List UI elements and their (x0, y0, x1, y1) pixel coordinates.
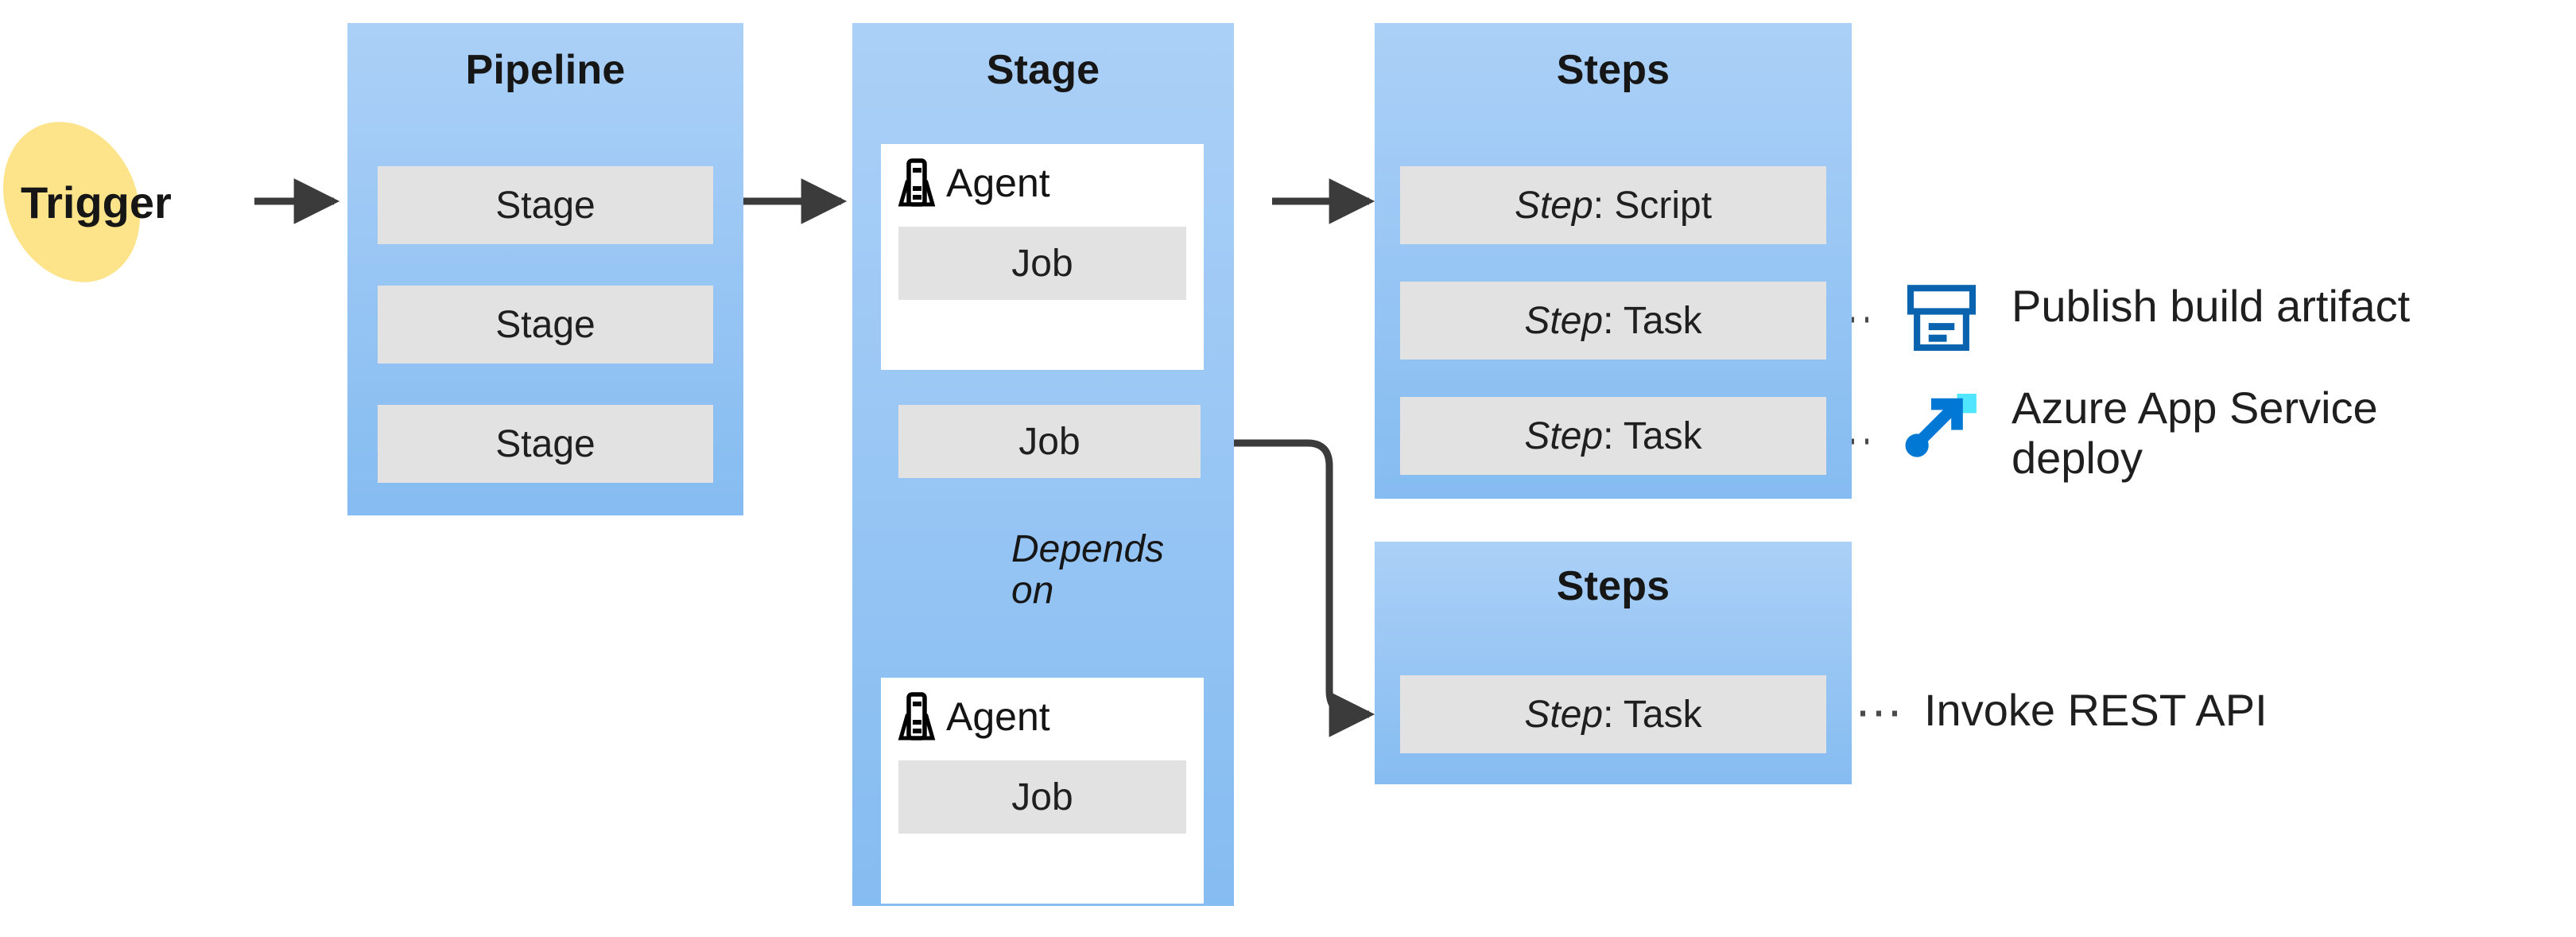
pipeline-group: Pipeline Stage Stage Stage (347, 23, 743, 515)
step-label: Script (1614, 184, 1713, 227)
step-kind: Step (1524, 299, 1604, 342)
publish-build-artifact-icon (1900, 275, 1983, 358)
agent-label-1: Agent (946, 161, 1050, 205)
steps-group-1: Steps Step: Script Step: Task Step: Task (1375, 23, 1852, 499)
job-label: Job (1018, 420, 1080, 463)
pipeline-stage-label: Stage (495, 184, 596, 227)
depends-on-label: Depends on (1011, 529, 1226, 612)
legend-item-publish-build-artifact: Publish build artifact (1900, 270, 2410, 358)
step-kind: Step (1524, 414, 1604, 457)
step-text: Step: Script (1515, 184, 1712, 227)
steps-title-2: Steps (1556, 563, 1670, 609)
depends-on-line-1: Depends (1011, 528, 1165, 570)
agent-job-chip-2[interactable]: Job (898, 760, 1186, 834)
step-text: Step: Task (1524, 414, 1701, 458)
agent-panel-2: Agent Job (881, 678, 1204, 904)
step-separator: : (1593, 184, 1615, 227)
legend-item-invoke-rest-api: Invoke REST API (1924, 685, 2268, 736)
agent-server-icon (898, 692, 936, 741)
agent-row-1: Agent (898, 158, 1050, 208)
step-chip-script[interactable]: Step: Script (1400, 166, 1826, 244)
legend-item-azure-app-service-deploy: Azure App Service deploy (1900, 380, 2378, 483)
step-separator: : (1603, 299, 1624, 342)
legend-label-publish-build-artifact: Publish build artifact (2012, 281, 2411, 331)
pipeline-title: Pipeline (465, 47, 626, 93)
stage-group: Stage Agent Job Jo (852, 23, 1234, 906)
step-separator: : (1603, 693, 1624, 736)
job-label: Job (1011, 242, 1073, 285)
agent-server-icon (898, 158, 936, 208)
azure-app-service-deploy-icon (1900, 383, 1983, 466)
step-label: Task (1623, 693, 1702, 736)
step-label: Task (1623, 414, 1702, 457)
trigger-label: Trigger (21, 177, 172, 227)
steps-group-2: Steps Step: Task (1375, 542, 1852, 784)
steps-title-1: Steps (1556, 47, 1670, 93)
step-text: Step: Task (1524, 299, 1701, 343)
step-chip-task-3[interactable]: Step: Task (1400, 675, 1826, 753)
agent-job-chip-1[interactable]: Job (898, 227, 1186, 300)
agent-panel-1: Agent Job (881, 144, 1204, 370)
step-chip-task-2[interactable]: Step: Task (1400, 397, 1826, 475)
agent-row-2: Agent (898, 692, 1050, 741)
pipeline-stage-chip-2[interactable]: Stage (378, 286, 713, 364)
pipeline-stage-chip-3[interactable]: Stage (378, 405, 713, 483)
step-kind: Step (1514, 184, 1593, 227)
step-label: Task (1623, 299, 1702, 342)
legend-label-azure-app-service-deploy: Azure App Service deploy (2012, 383, 2378, 483)
standalone-job-chip[interactable]: Job (898, 405, 1201, 478)
agent-label-2: Agent (946, 694, 1050, 739)
depends-on-line-2: on (1011, 569, 1054, 612)
stage-title: Stage (986, 47, 1100, 93)
step-separator: : (1603, 414, 1624, 457)
pipeline-stage-label: Stage (495, 303, 596, 346)
pipeline-stage-label: Stage (495, 422, 596, 465)
step-text: Step: Task (1524, 693, 1701, 737)
step-kind: Step (1524, 693, 1604, 736)
job-label: Job (1011, 776, 1073, 818)
legend-label-invoke-rest-api: Invoke REST API (1924, 685, 2268, 735)
pipeline-stage-chip-1[interactable]: Stage (378, 166, 713, 244)
connector-job-to-steps2 (1231, 439, 1375, 737)
step-chip-task-1[interactable]: Step: Task (1400, 282, 1826, 360)
